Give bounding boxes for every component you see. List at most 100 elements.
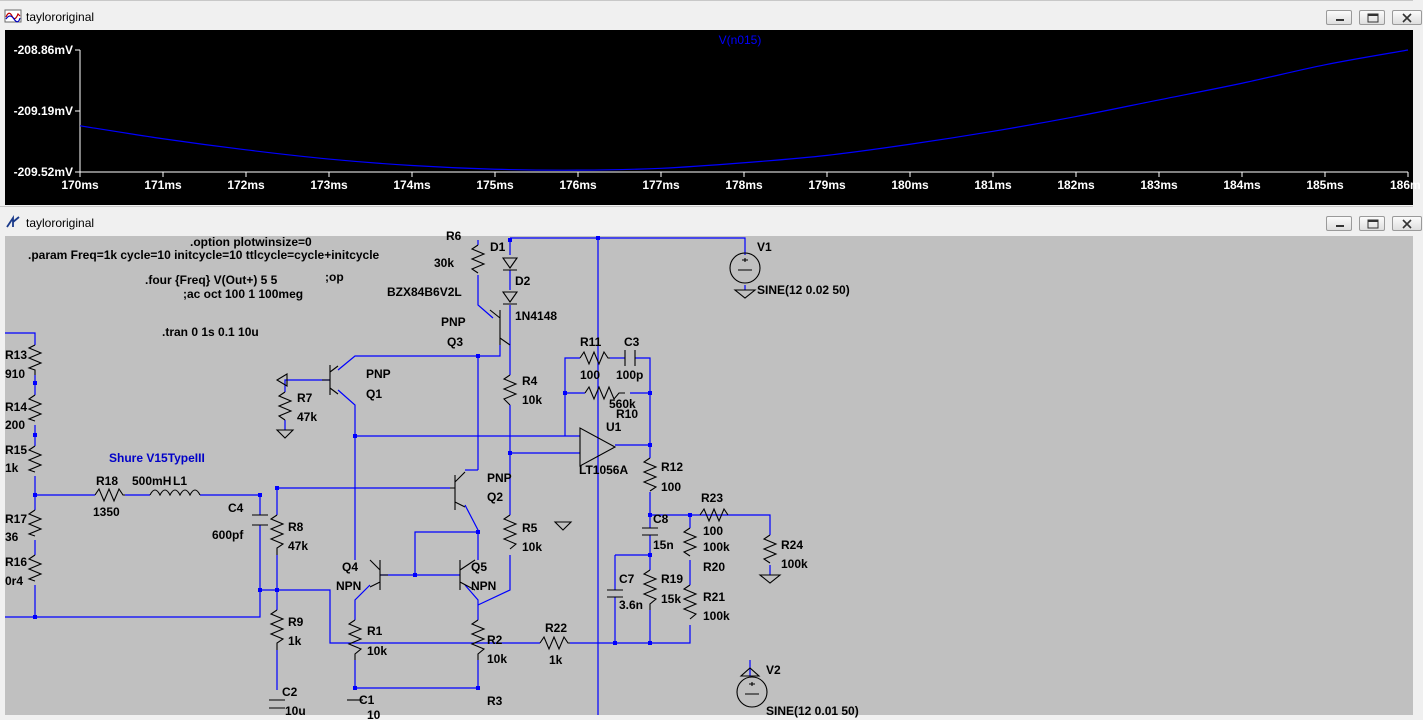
directive-option[interactable]: .option plotwinsize=0: [190, 235, 312, 249]
label-dz-value[interactable]: BZX84B6V2L: [387, 285, 462, 299]
label-c1-value[interactable]: 10: [367, 708, 381, 720]
label-c2-value[interactable]: 10u: [285, 704, 306, 718]
label-r12-name[interactable]: R12: [661, 460, 683, 474]
label-q4-name[interactable]: Q4: [342, 560, 358, 574]
label-r4-name[interactable]: R4: [522, 374, 538, 388]
schematic-canvas[interactable]: .option plotwinsize=0 .param Freq=1k cyc…: [5, 229, 1413, 720]
label-c8-name[interactable]: C8: [653, 512, 669, 526]
label-r23-name[interactable]: R23: [701, 491, 723, 505]
label-q3-type[interactable]: PNP: [441, 315, 466, 329]
label-r11-name[interactable]: R11: [580, 335, 602, 349]
label-q1-type[interactable]: PNP: [366, 367, 391, 381]
label-c7-name[interactable]: C7: [619, 572, 635, 586]
label-r18-value[interactable]: 1350: [93, 505, 120, 519]
label-r8-value[interactable]: 47k: [288, 539, 308, 553]
x-tick-label: 176ms: [559, 178, 597, 192]
label-r10-name[interactable]: R10: [616, 407, 638, 421]
label-v2-name[interactable]: V2: [766, 663, 781, 677]
label-u1-name[interactable]: U1: [606, 420, 622, 434]
label-v1-name[interactable]: V1: [757, 240, 772, 254]
label-q4-type[interactable]: NPN: [336, 579, 361, 593]
directive-op[interactable]: ;op: [325, 270, 344, 284]
label-r21-value[interactable]: 100k: [703, 609, 730, 623]
label-r8-name[interactable]: R8: [288, 520, 304, 534]
label-r20-value[interactable]: 100k: [703, 540, 730, 554]
label-r6-name[interactable]: R6: [446, 229, 462, 243]
label-r24-name[interactable]: R24: [781, 538, 803, 552]
directive-param[interactable]: .param Freq=1k cycle=10 initcycle=10 ttl…: [28, 248, 380, 262]
label-v1-value[interactable]: SINE(12 0.02 50): [757, 283, 850, 297]
label-c7-value[interactable]: 3.6n: [619, 598, 643, 612]
label-v2-value[interactable]: SINE(12 0.01 50): [766, 704, 859, 718]
label-q2-type[interactable]: PNP: [487, 471, 512, 485]
label-r14-name[interactable]: R14: [5, 400, 27, 414]
waveform-plot[interactable]: V(n015) -208.86mV-209.19mV-209.52mV 170m…: [5, 30, 1421, 205]
label-r5-value[interactable]: 10k: [522, 540, 542, 554]
label-r9-name[interactable]: R9: [288, 615, 304, 629]
close-button[interactable]: [1392, 216, 1422, 231]
label-q2-name[interactable]: Q2: [487, 490, 503, 504]
maximize-button[interactable]: [1359, 216, 1385, 231]
label-r17-value[interactable]: 36: [5, 530, 19, 544]
label-r1-value[interactable]: 10k: [367, 644, 387, 658]
label-r13-name[interactable]: R13: [5, 348, 27, 362]
label-r2-value[interactable]: 10k: [487, 652, 507, 666]
label-r11-value[interactable]: 100: [580, 368, 600, 382]
label-c3-value[interactable]: 100p: [616, 368, 643, 382]
label-q3-name[interactable]: Q3: [447, 335, 463, 349]
minimize-button[interactable]: [1326, 216, 1352, 231]
label-r18-name[interactable]: R18: [96, 474, 118, 488]
directive-four[interactable]: .four {Freq} V(Out+) 5 5: [145, 273, 278, 287]
trace-label[interactable]: V(n015): [719, 33, 762, 47]
label-c1-name[interactable]: C1: [359, 693, 375, 707]
label-r19-value[interactable]: 15k: [661, 592, 681, 606]
label-c3-name[interactable]: C3: [624, 335, 640, 349]
close-button[interactable]: [1392, 10, 1422, 25]
label-r6-value[interactable]: 30k: [434, 256, 454, 270]
label-d2-value[interactable]: 1N4148: [515, 309, 557, 323]
label-r14-value[interactable]: 200: [5, 418, 25, 432]
maximize-button[interactable]: [1359, 10, 1385, 25]
label-r15-value[interactable]: 1k: [5, 461, 19, 475]
label-r17-name[interactable]: R17: [5, 512, 27, 526]
label-l1-name[interactable]: L1: [173, 474, 187, 488]
label-r19-name[interactable]: R19: [661, 572, 683, 586]
directive-ac[interactable]: ;ac oct 100 1 100meg: [183, 287, 303, 301]
label-l1-value[interactable]: 500mH: [132, 474, 171, 488]
label-r16-name[interactable]: R16: [5, 555, 27, 569]
label-c4-name[interactable]: C4: [228, 501, 244, 515]
directive-tran[interactable]: .tran 0 1s 0.1 10u: [162, 325, 259, 339]
label-q5-type[interactable]: NPN: [471, 579, 496, 593]
label-q1-name[interactable]: Q1: [366, 387, 382, 401]
label-r22-value[interactable]: 1k: [549, 653, 563, 667]
label-r20-name[interactable]: R20: [703, 560, 725, 574]
label-r13-value[interactable]: 910: [5, 367, 25, 381]
waveform-window-titlebar[interactable]: taylororiginal: [0, 0, 1422, 30]
label-d1-name[interactable]: D1: [490, 240, 506, 254]
label-r9-value[interactable]: 1k: [288, 634, 302, 648]
label-c4-value[interactable]: 600pf: [212, 528, 244, 542]
label-r16-value[interactable]: 0r4: [5, 574, 23, 588]
cartridge-label[interactable]: Shure V15TypeIII: [109, 451, 205, 465]
label-r3-name[interactable]: R3: [487, 694, 503, 708]
label-q5-name[interactable]: Q5: [471, 560, 487, 574]
label-r2-name[interactable]: R2: [487, 633, 503, 647]
label-r23-value[interactable]: 100: [703, 524, 723, 538]
label-r21-name[interactable]: R21: [703, 590, 725, 604]
label-r10-value[interactable]: 560k: [609, 397, 636, 411]
label-u1-value[interactable]: LT1056A: [579, 463, 628, 477]
label-c2-name[interactable]: C2: [282, 685, 298, 699]
label-r7-value[interactable]: 47k: [297, 410, 317, 424]
label-c8-value[interactable]: 15n: [653, 538, 674, 552]
label-r12-value[interactable]: 100: [661, 480, 681, 494]
label-d2-name[interactable]: D2: [515, 274, 531, 288]
minimize-button[interactable]: [1326, 10, 1352, 25]
label-r5-name[interactable]: R5: [522, 521, 538, 535]
label-r24-value[interactable]: 100k: [781, 557, 808, 571]
label-r4-value[interactable]: 10k: [522, 393, 542, 407]
label-r22-name[interactable]: R22: [545, 621, 567, 635]
label-r15-name[interactable]: R15: [5, 443, 27, 457]
label-r7-name[interactable]: R7: [297, 391, 313, 405]
schematic-window-titlebar[interactable]: taylororiginal: [0, 206, 1422, 236]
label-r1-name[interactable]: R1: [367, 624, 383, 638]
